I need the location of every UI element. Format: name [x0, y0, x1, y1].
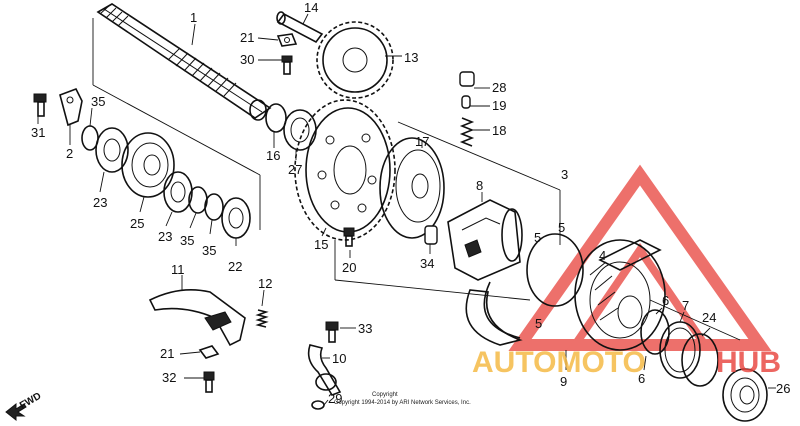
- lock-plate-2: [59, 87, 83, 127]
- callout-5-a: 5: [534, 230, 541, 245]
- callout-27: 27: [288, 162, 302, 177]
- callout-14: 14: [304, 0, 318, 15]
- collar: [459, 71, 475, 87]
- bolt-31: [33, 93, 47, 117]
- lock-plate-top: [276, 33, 298, 47]
- callout-23-a: 23: [93, 195, 107, 210]
- bearing-25: [121, 132, 175, 198]
- spring-12: [255, 309, 269, 328]
- bolt-33: [325, 321, 339, 343]
- callout-18: 18: [492, 123, 506, 138]
- callout-7: 7: [682, 298, 689, 313]
- leader-frame: [92, 18, 741, 341]
- pin: [276, 11, 324, 44]
- callout-5-c: 5: [535, 316, 542, 331]
- callout-11: 11: [171, 262, 185, 277]
- dowel-pin: [424, 225, 438, 245]
- callout-31: 31: [31, 125, 45, 140]
- ring-24: [681, 333, 719, 387]
- callout-9: 9: [560, 374, 567, 389]
- callout-35-a: 35: [91, 94, 105, 109]
- callout-21-top: 21: [240, 30, 254, 45]
- small-pin: [461, 95, 471, 109]
- ring-6: [640, 309, 670, 355]
- small-sprocket: [316, 21, 394, 99]
- snap-ring-35-c: [204, 193, 224, 221]
- callout-23-b: 23: [158, 229, 172, 244]
- bolt-top: [281, 55, 293, 75]
- callouts: 1 14 21 30 13 28 19 18 31 35 2 16 27 17 …: [31, 0, 790, 406]
- callout-8: 8: [476, 178, 483, 193]
- starter-assembly: [526, 233, 666, 351]
- callout-34: 34: [420, 256, 434, 271]
- copyright-line-2: Copyright 1994-2014 by ARI Network Servi…: [334, 400, 471, 406]
- callout-20: 20: [342, 260, 356, 275]
- bolt-20: [343, 227, 355, 247]
- watermark-brand-a: AUTOMOTO: [472, 346, 646, 379]
- callout-2: 2: [66, 146, 73, 161]
- callout-15: 15: [314, 237, 328, 252]
- washer-23-a: [95, 127, 129, 173]
- callout-19: 19: [492, 98, 506, 113]
- callout-5-b: 5: [558, 220, 565, 235]
- callout-24: 24: [702, 310, 716, 325]
- callout-22: 22: [228, 259, 242, 274]
- washer-23-b: [163, 171, 193, 213]
- callout-1: 1: [190, 10, 197, 25]
- fwd-label: FWD: [18, 391, 43, 412]
- needle-bearing: [283, 109, 317, 151]
- callout-32: 32: [162, 370, 176, 385]
- watermark-text: AUTOMOTO HUB: [472, 346, 781, 379]
- bracket-10: [307, 344, 342, 396]
- callout-12: 12: [258, 276, 272, 291]
- callout-4: 4: [599, 248, 606, 263]
- callout-17: 17: [415, 134, 429, 149]
- callout-29: 29: [328, 391, 342, 406]
- clutch-disc: [379, 137, 445, 239]
- watermark-brand-b: HUB: [716, 346, 781, 379]
- callout-6-a: 6: [662, 293, 669, 308]
- callout-21-lower: 21: [160, 346, 174, 361]
- callout-26: 26: [776, 381, 790, 396]
- fwd-arrow: FWD: [5, 391, 43, 422]
- washer-29: [311, 400, 325, 410]
- callout-35-c: 35: [202, 243, 216, 258]
- callout-6-b: 6: [638, 371, 645, 386]
- callout-30: 30: [240, 52, 254, 67]
- arm: [148, 289, 246, 347]
- callout-16: 16: [266, 148, 280, 163]
- callout-25: 25: [130, 216, 144, 231]
- starter-housing: [447, 199, 523, 281]
- collar-16: [265, 103, 287, 133]
- callout-35-b: 35: [180, 233, 194, 248]
- callout-28: 28: [492, 80, 506, 95]
- lock-plate-lower: [198, 345, 220, 359]
- callout-3: 3: [561, 167, 568, 182]
- callout-13: 13: [404, 50, 418, 65]
- large-sprocket: [294, 99, 396, 241]
- clutch-shoe: [465, 281, 523, 346]
- callout-10: 10: [332, 351, 346, 366]
- callout-33: 33: [358, 321, 372, 336]
- bolt-32: [203, 371, 215, 393]
- copyright-line-1: Copyright: [372, 392, 398, 398]
- washer-22: [221, 197, 251, 239]
- spring-small: [459, 117, 475, 147]
- bearing-26: [722, 368, 768, 422]
